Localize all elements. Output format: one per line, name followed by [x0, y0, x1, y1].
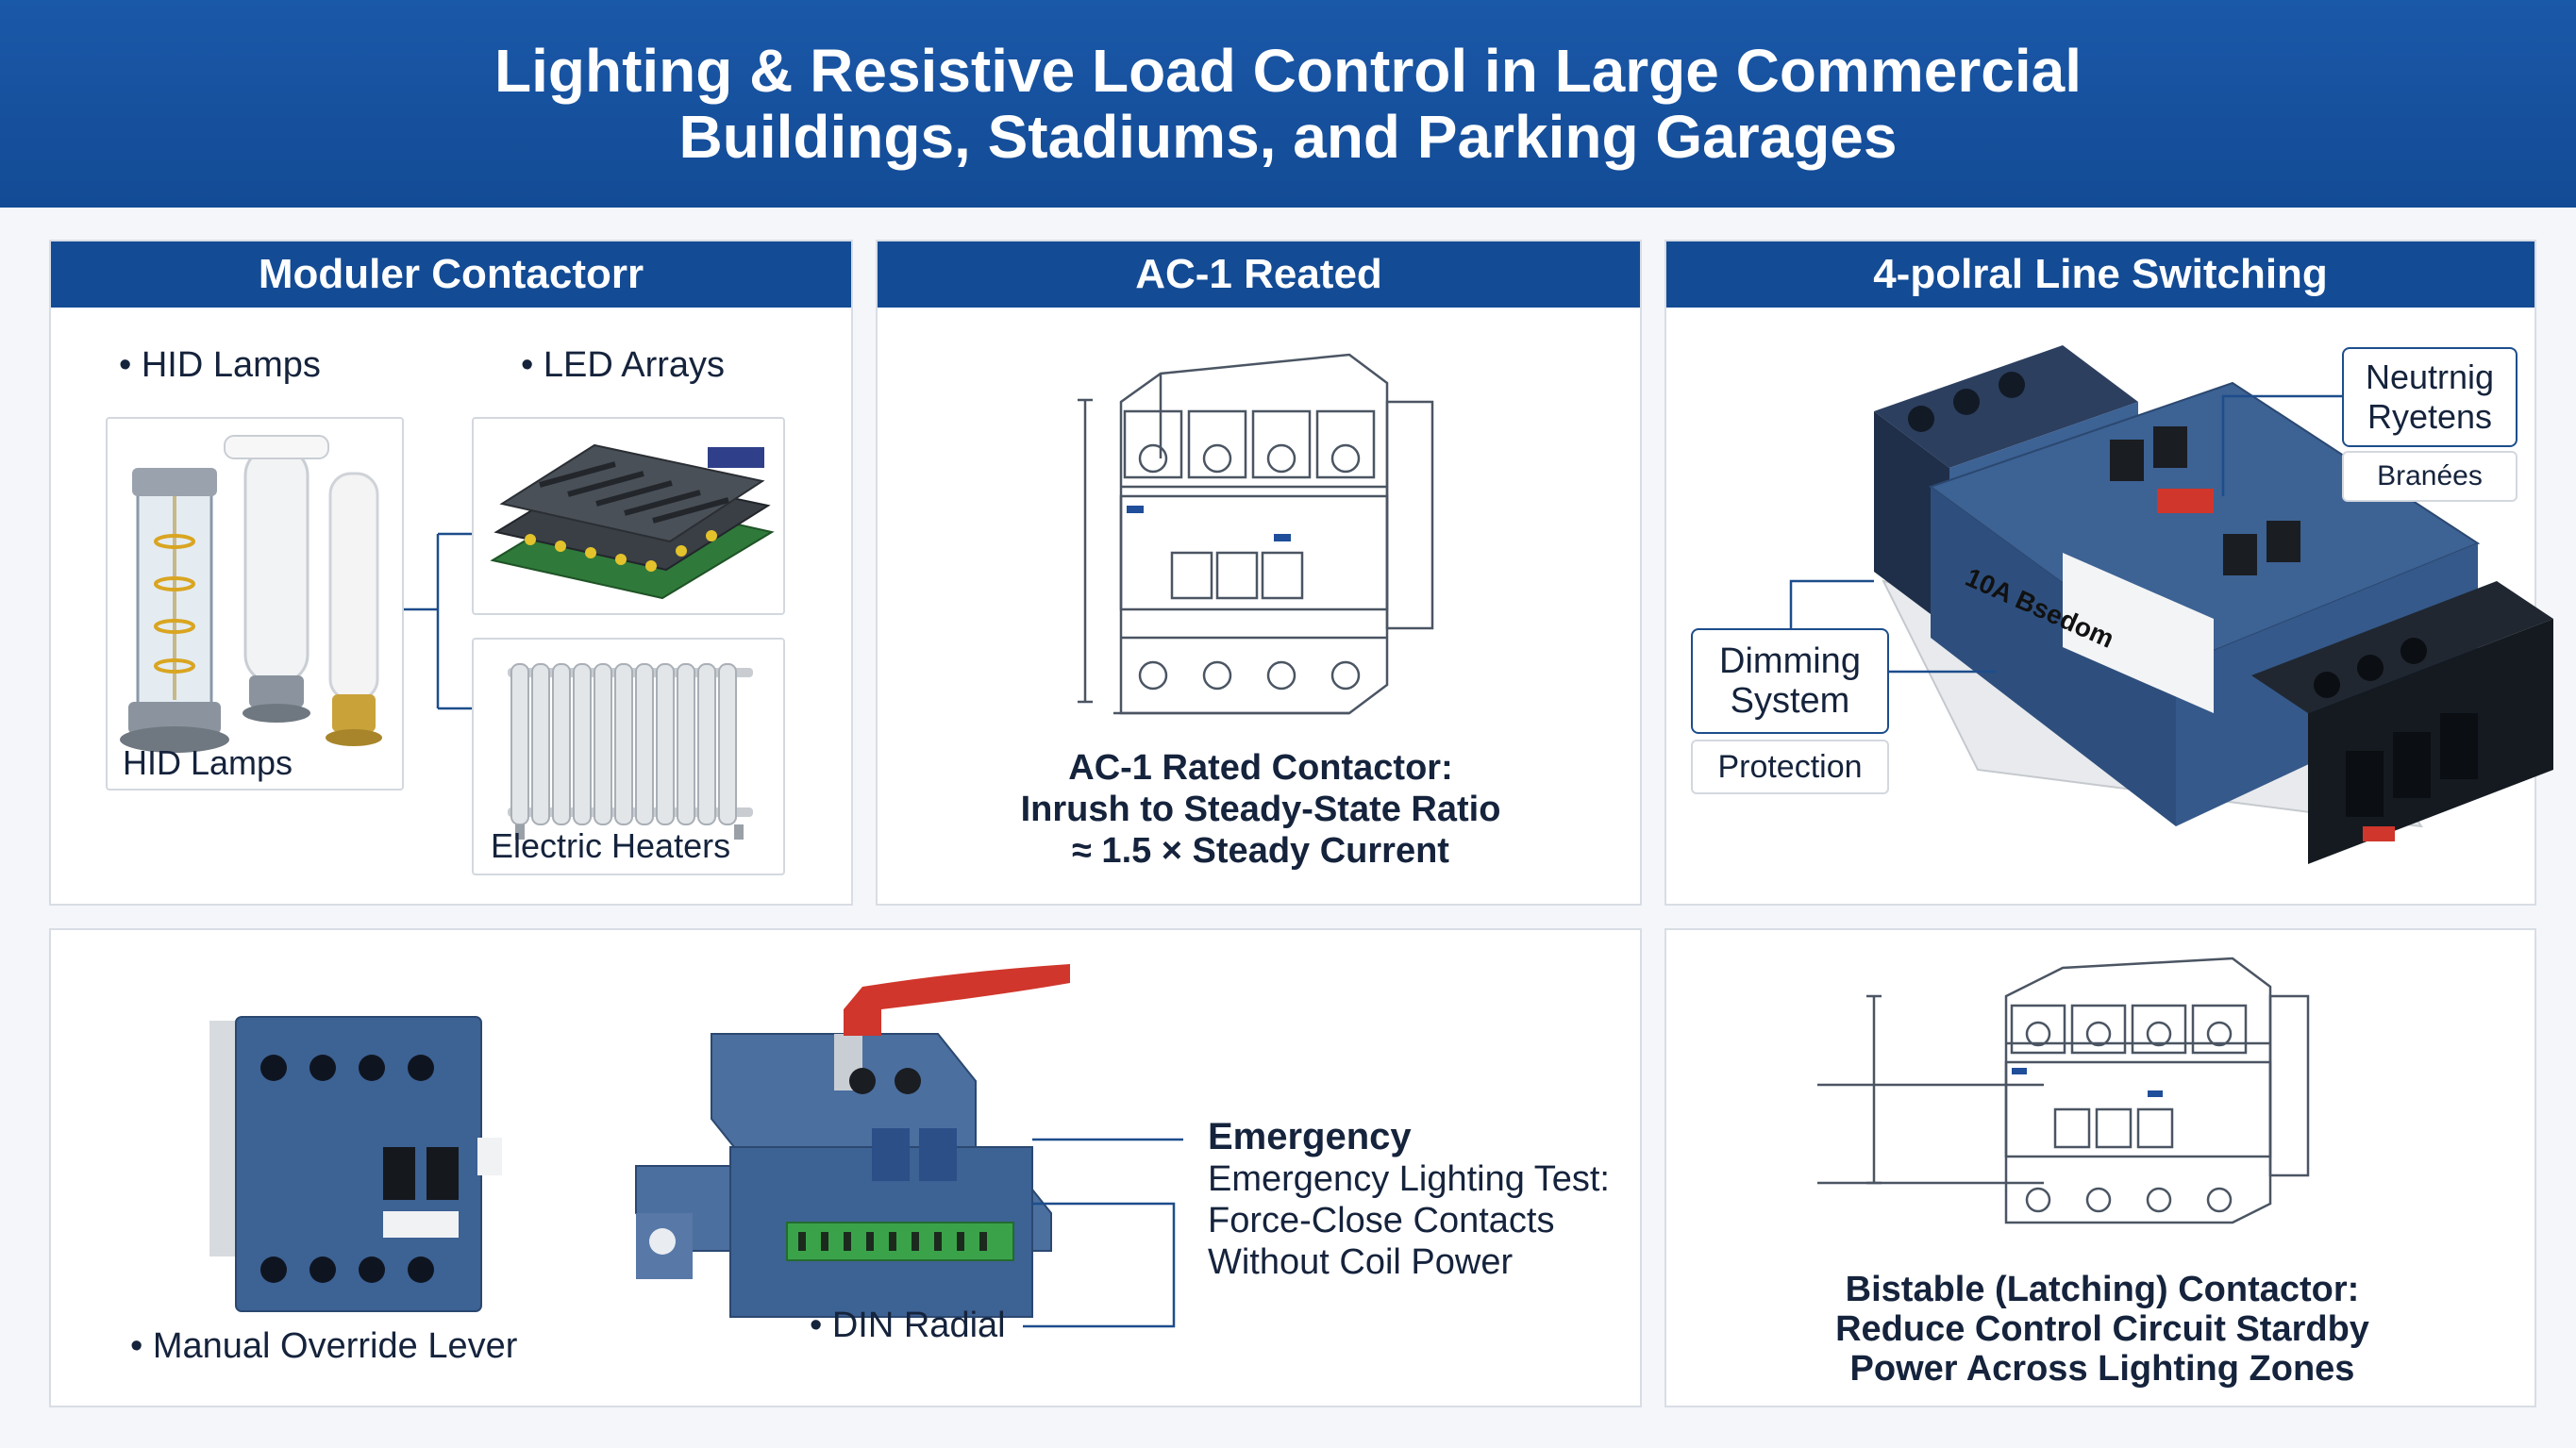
panel-modular-contactor: Moduler Contactorr • HID Lamps • LED Arr…: [49, 240, 853, 906]
emergency-title: Emergency: [1208, 1116, 1412, 1157]
hid-lamps-image-box: HID Lamps: [106, 417, 404, 791]
ac1-caption-line-2: Inrush to Steady-State Ratio: [1020, 790, 1501, 829]
electric-heaters-caption: Electric Heaters: [491, 826, 731, 865]
callout-neutral-line-1: Neutrnig: [2365, 358, 2495, 396]
panel-bistable-contactor: Bistable (Latching) Contactor: Reduce Co…: [1664, 928, 2536, 1407]
panel-title: Moduler Contactorr: [51, 241, 851, 308]
bistable-caption-line-2: Reduce Control Circuit Stardby: [1835, 1309, 2369, 1349]
bistable-caption: Bistable (Latching) Contactor: Reduce Co…: [1666, 1270, 2538, 1389]
title-banner: Lighting & Resistive Load Control in Lar…: [0, 0, 2576, 208]
led-arrays-image-box: [472, 417, 785, 615]
bullet-din-radial: • DIN Radial: [810, 1306, 1006, 1345]
panel1-connector-lines: [404, 532, 472, 710]
ac1-contactor-drawing: [1078, 353, 1434, 715]
emergency-description: Emergency Emergency Lighting Test: Force…: [1208, 1115, 1610, 1283]
page-title-line-2: Buildings, Stadiums, and Parking Garages: [678, 103, 1898, 171]
bistable-caption-line-1: Bistable (Latching) Contactor:: [1845, 1270, 2360, 1309]
ac1-caption: AC-1 Rated Contactor: Inrush to Steady-S…: [878, 747, 1644, 872]
hid-lamps-caption: HID Lamps: [123, 743, 293, 782]
electric-heater-illustration: [508, 663, 753, 840]
bullet-hid-lamps: • HID Lamps: [119, 345, 321, 385]
page-title-line-1: Lighting & Resistive Load Control in Lar…: [494, 37, 2082, 105]
callout-dimming-line-2: System: [1730, 681, 1850, 721]
bullet-manual-override-lever: • Manual Override Lever: [130, 1326, 518, 1366]
panel-title: AC-1 Reated: [878, 241, 1640, 308]
bullet-led-arrays: • LED Arrays: [521, 345, 726, 385]
ac1-caption-line-1: AC-1 Rated Contactor:: [1068, 748, 1453, 788]
emergency-line-3: Without Coil Power: [1208, 1242, 1514, 1282]
emergency-line-2: Force-Close Contacts: [1208, 1201, 1555, 1240]
callout-dimming-system: Dimming System: [1691, 628, 1889, 734]
4-pole-contactor-illustration: [1789, 345, 2553, 864]
hid-lamps-illustration: [120, 435, 382, 753]
led-arrays-illustration: [490, 443, 775, 600]
callout-protection: Protection: [1691, 740, 1889, 794]
callout-dimming-line-1: Dimming: [1719, 641, 1861, 681]
panel-manual-override: • Manual Override Lever • DIN Radial Eme…: [49, 928, 1642, 1407]
electric-heaters-image-box: Electric Heaters: [472, 638, 785, 875]
callout-branches: Branées: [2342, 451, 2517, 502]
panel-4-pole-switching: 4-polral Line Switching: [1664, 240, 2553, 906]
panel-title: 4-polral Line Switching: [1666, 241, 2534, 308]
callout-neutral-systems: Neutrnig Ryetens: [2342, 347, 2517, 447]
latching-contactor-drawing: [1817, 957, 2310, 1224]
ac1-caption-line-3: ≈ 1.5 × Steady Current: [1072, 831, 1449, 871]
panel-ac1-rated: AC-1 Reated AC-1 Rated Contactor: [876, 240, 1642, 906]
bistable-caption-line-3: Power Across Lighting Zones: [1849, 1349, 2355, 1389]
emergency-line-1: Emergency Lighting Test:: [1208, 1159, 1610, 1199]
callout-neutral-line-2: Ryetens: [2367, 397, 2493, 436]
manual-override-illustrations: [209, 964, 1183, 1328]
